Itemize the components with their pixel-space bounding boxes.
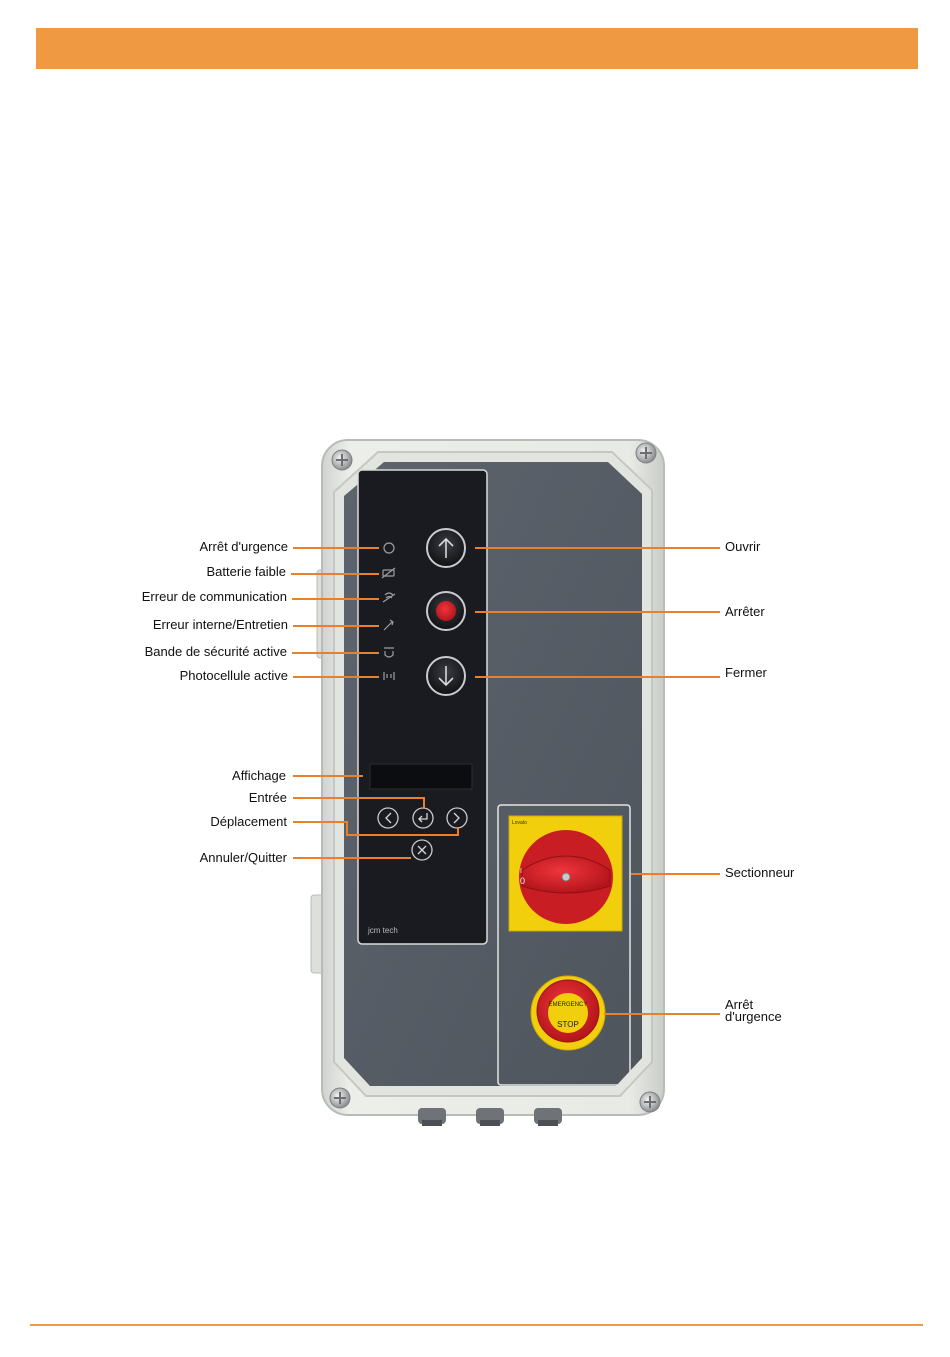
leader-line	[346, 821, 348, 835]
leader-line	[457, 827, 459, 836]
callout-cancel-quit: Annuler/Quitter	[150, 851, 287, 865]
leader-line	[293, 676, 379, 678]
callout-open: Ouvrir	[725, 540, 760, 554]
callout-enter: Entrée	[190, 791, 287, 805]
lcd-display	[370, 764, 472, 789]
stop-circle-icon	[436, 601, 456, 621]
touch-panel	[358, 470, 487, 944]
callout-close: Fermer	[725, 666, 767, 680]
leader-line	[293, 821, 348, 823]
leader-line	[346, 834, 459, 836]
callout-safety-edge: Bande de sécurité active	[110, 645, 287, 659]
leader-line	[423, 797, 425, 809]
cable-glands	[418, 1108, 562, 1126]
leader-line	[292, 652, 379, 654]
switch-position-on: I	[520, 868, 522, 875]
callout-photocell: Photocellule active	[130, 669, 288, 683]
brand-logo: jcm tech	[367, 926, 398, 935]
callout-disconnector: Sectionneur	[725, 866, 794, 880]
callout-navigation: Déplacement	[170, 815, 287, 829]
nav-right-button	[447, 808, 467, 828]
leader-line	[631, 873, 720, 875]
leader-line	[293, 547, 379, 549]
estop-text-bottom: STOP	[557, 1020, 579, 1029]
callout-communication-error: Erreur de communication	[110, 590, 287, 604]
stop-button-graphic	[427, 592, 465, 630]
callout-emergency-stop-line2: d'urgence	[725, 1010, 782, 1024]
switch-brand: Lovato	[512, 820, 527, 826]
leader-line	[293, 797, 425, 799]
nav-left-button	[378, 808, 398, 828]
leader-line	[291, 573, 379, 575]
callout-internal-error: Erreur interne/Entretien	[110, 618, 288, 632]
enter-button	[413, 808, 433, 828]
leader-line	[292, 598, 379, 600]
leader-line	[475, 611, 720, 613]
leader-line	[293, 857, 411, 859]
estop-text-top: EMERGENCY	[549, 1002, 588, 1008]
close-button-graphic	[427, 657, 465, 695]
switch-position-off: 0	[520, 876, 525, 886]
leader-line	[604, 1013, 720, 1015]
bottom-rule	[30, 1324, 923, 1326]
leader-line	[293, 775, 363, 777]
callout-stop: Arrêter	[725, 605, 765, 619]
leader-line	[293, 625, 379, 627]
callout-display: Affichage	[170, 769, 286, 783]
leader-line	[475, 547, 720, 549]
callout-emergency-stop-indicator: Arrêt d'urgence	[150, 540, 288, 554]
callout-low-battery: Batterie faible	[150, 565, 286, 579]
leader-line	[475, 676, 720, 678]
open-button-graphic	[427, 529, 465, 567]
